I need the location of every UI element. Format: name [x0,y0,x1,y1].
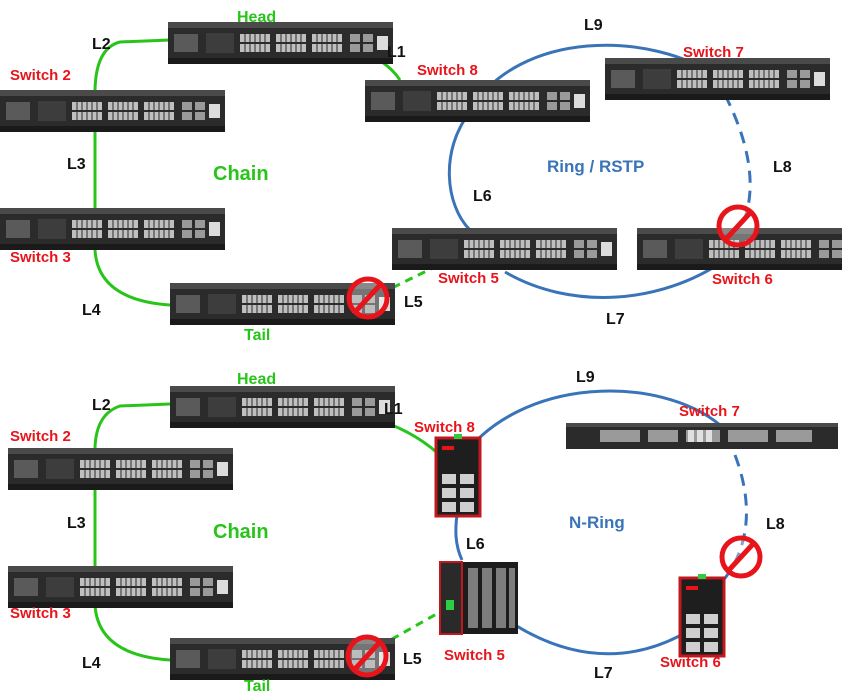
switch-7-label-bottom: Switch 7 [679,403,740,420]
switch-8-label-bottom: Switch 8 [414,419,475,436]
switch-6-bottom [680,574,724,656]
switch-5-top [392,228,617,270]
chain-title-top: Chain [213,163,269,185]
link-label-l9-top: L9 [584,17,603,34]
switch-7-label-top: Switch 7 [683,44,744,61]
blocked-icon-l8-top [719,207,757,245]
top-diagram: Head Tail Chain Ring / RSTP Switch 2 Swi… [0,9,842,344]
link-label-l8-top: L8 [773,159,792,176]
blocked-icon-l8-bottom [722,538,760,576]
link-label-l6-bottom: L6 [466,536,485,553]
tail-label-top: Tail [244,327,270,344]
switch-6-label-bottom: Switch 6 [660,654,721,671]
link-label-l8-bottom: L8 [766,516,785,533]
switch-6-label-top: Switch 6 [712,271,773,288]
switch-7-top [605,58,830,100]
switch-3-label-bottom: Switch 3 [10,605,71,622]
switch-8-top [365,80,590,122]
switch-5-label-bottom: Switch 5 [444,647,505,664]
blocked-icon-l5-bottom [348,637,386,675]
link-l7-bottom [515,625,690,654]
link-label-l9-bottom: L9 [576,369,595,386]
link-label-l5-bottom: L5 [403,651,422,668]
link-label-l2-bottom: L2 [92,397,111,414]
link-l4-bottom [95,605,170,660]
switch-8-label-top: Switch 8 [417,62,478,79]
switch-3-bottom [8,566,233,608]
ring-title-bottom: N-Ring [569,513,625,532]
link-label-l3-top: L3 [67,156,86,173]
link-l4-top [95,250,170,305]
link-label-l4-bottom: L4 [82,655,101,672]
chain-title-bottom: Chain [213,521,269,543]
switch-3-top [0,208,225,250]
link-label-l6-top: L6 [473,188,492,205]
switch-2-label-top: Switch 2 [10,67,71,84]
blocked-icon-l5-top [349,279,387,317]
switch-head-top [168,22,393,64]
switch-5-label-top: Switch 5 [438,270,499,287]
switch-2-bottom [8,448,233,490]
switch-7-bottom [566,423,838,449]
link-label-l4-top: L4 [82,302,101,319]
link-l6-top [449,112,470,230]
link-l6-bottom [456,515,462,560]
head-label-bottom: Head [237,371,276,388]
link-label-l2-top: L2 [92,36,111,53]
link-label-l7-bottom: L7 [594,665,613,682]
switch-5-bottom [440,562,518,634]
link-label-l7-top: L7 [606,311,625,328]
tail-label-bottom: Tail [244,678,270,693]
head-label-top: Head [237,9,276,26]
link-label-l1-bottom: L1 [384,401,403,418]
switch-3-label-top: Switch 3 [10,249,71,266]
switch-8-bottom [436,434,480,516]
link-label-l3-bottom: L3 [67,515,86,532]
switch-head-bottom [170,386,395,428]
ring-title-top: Ring / RSTP [547,157,644,176]
switch-2-label-bottom: Switch 2 [10,428,71,445]
link-label-l5-top: L5 [404,294,423,311]
link-label-l1-top: L1 [387,44,406,61]
switch-2-top [0,90,225,132]
bottom-diagram: Head Tail Chain N-Ring Switch 2 Switch 3… [8,369,838,693]
